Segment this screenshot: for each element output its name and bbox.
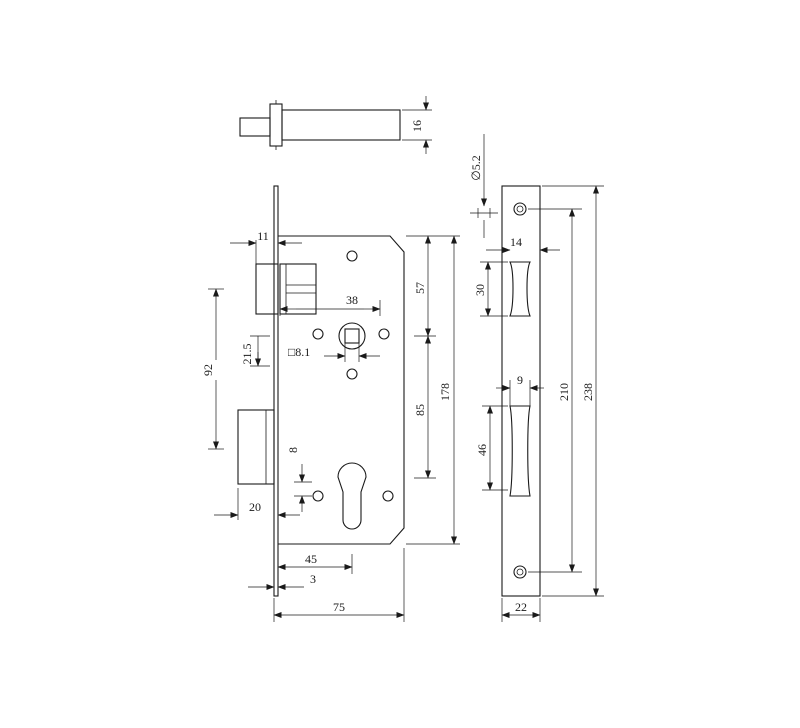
dim-label-30: 30 <box>473 284 487 296</box>
dim-vertical-chain: 57 85 178 <box>406 235 460 545</box>
dim-deadbolt-offset: 20 <box>214 488 300 520</box>
dim-spindle-x: 38 <box>279 293 381 316</box>
dim-strike-bolt-width: 9 <box>496 373 544 406</box>
dim-spindle-to-cylinder: 92 <box>201 288 224 450</box>
dim-label-21-5: 21.5 <box>240 344 254 365</box>
dim-faceplate: 3 <box>248 572 316 590</box>
dim-label-75: 75 <box>333 600 345 614</box>
dim-strike-bolt-height: 46 <box>475 405 508 491</box>
dim-strike-width: 22 <box>501 598 541 622</box>
dim-strike-hole-spacing: 210 <box>528 208 582 573</box>
dim-label-45: 45 <box>305 552 317 566</box>
lock-case <box>237 185 405 597</box>
dim-spindle-offset: 21.5 <box>240 335 270 367</box>
dim-case-depth: 75 <box>273 548 405 622</box>
dim-label-46: 46 <box>475 444 489 456</box>
dim-label-3: 3 <box>310 572 316 586</box>
dim-label-85: 85 <box>413 404 427 416</box>
dim-strike-latch-width: 14 <box>486 235 560 262</box>
dim-label-14: 14 <box>510 235 522 249</box>
dim-label-210: 210 <box>557 383 571 401</box>
bolt-side-view <box>239 100 401 150</box>
strike-plate <box>501 185 541 597</box>
dim-label-238: 238 <box>581 383 595 401</box>
dim-label-8-1: □8.1 <box>288 345 310 359</box>
dim-backset: 45 <box>277 552 353 574</box>
dim-strike-latch-height: 30 <box>473 261 508 317</box>
dim-label-5-2: ∅5.2 <box>469 155 483 180</box>
dim-label-178: 178 <box>438 383 452 401</box>
dim-label-57: 57 <box>413 282 427 294</box>
dim-strike-length: 238 <box>542 185 604 597</box>
dim-square-spindle: □8.1 <box>288 343 380 362</box>
dim-label-92: 92 <box>201 364 215 376</box>
dim-label-22: 22 <box>515 600 527 614</box>
dim-latch-offset: 11 <box>230 229 302 264</box>
dim-label-20: 20 <box>249 500 261 514</box>
dim-label-38: 38 <box>346 293 358 307</box>
dim-label-11: 11 <box>257 229 269 243</box>
dim-hole-diameter: ∅5.2 <box>469 134 498 238</box>
dim-label-16: 16 <box>410 120 424 132</box>
dim-cylinder-slot: 8 <box>286 447 312 512</box>
dim-label-8: 8 <box>286 447 300 453</box>
dim-bolt-height: 16 <box>402 96 432 154</box>
dim-label-9: 9 <box>517 373 523 387</box>
